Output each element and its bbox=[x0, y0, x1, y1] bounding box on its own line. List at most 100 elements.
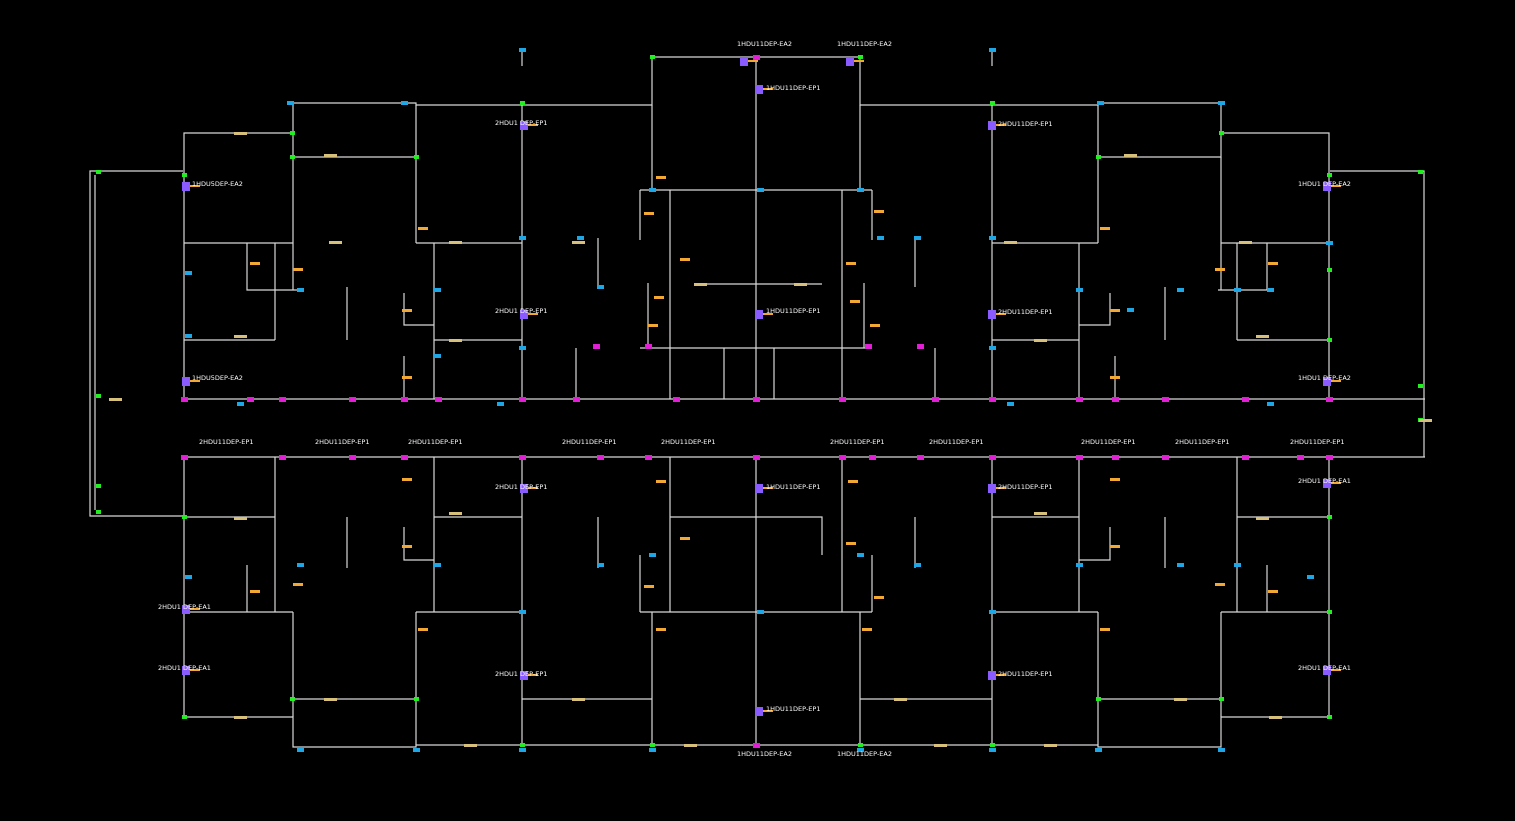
label-core-ep1-mid: 1HDU11DEP-EP1 bbox=[766, 307, 820, 315]
marker-tag-17 bbox=[988, 671, 996, 680]
marker-magenta-5 bbox=[435, 397, 442, 402]
marker-cyan-16 bbox=[1076, 288, 1083, 292]
marker-magenta-38 bbox=[1297, 455, 1304, 460]
marker-cyan-25 bbox=[1267, 402, 1274, 406]
marker-cyan-39 bbox=[1307, 575, 1314, 579]
marker-cyan-33 bbox=[857, 553, 864, 557]
marker-magenta-25 bbox=[401, 455, 408, 460]
label-lower-ep1-right: 2HDU11DEP-EP1 bbox=[998, 483, 1052, 491]
marker-magenta-6 bbox=[519, 397, 526, 402]
marker-green-24 bbox=[858, 743, 863, 747]
marker-cyan-29 bbox=[519, 610, 526, 614]
marker-tag-line-5 bbox=[528, 313, 538, 315]
marker-orange-18 bbox=[1110, 376, 1120, 379]
marker-magenta-39 bbox=[1326, 455, 1333, 460]
marker-green-14 bbox=[1327, 173, 1332, 177]
marker-green-3 bbox=[96, 510, 101, 514]
marker-magenta-22 bbox=[181, 455, 188, 460]
marker-magenta-26 bbox=[519, 455, 526, 460]
marker-cyan-21 bbox=[1234, 288, 1241, 292]
label-right-ep1-mid: 2HDU11DEP-EP1 bbox=[998, 308, 1052, 316]
markers-layer bbox=[96, 48, 1432, 752]
marker-green-29 bbox=[1327, 515, 1332, 519]
marker-green-18 bbox=[182, 515, 187, 519]
marker-tag-line-17 bbox=[996, 674, 1006, 676]
marker-tag-line-8 bbox=[190, 380, 200, 382]
label-bottom-ea2-right: 1HDU11DEP-EA2 bbox=[837, 750, 892, 758]
marker-yellow-10 bbox=[234, 335, 247, 338]
marker-orange-8 bbox=[654, 296, 664, 299]
wall-lv3 bbox=[415, 612, 1099, 745]
marker-tag-10 bbox=[520, 484, 528, 493]
label-top-ea2-right: 1HDU11DEP-EA2 bbox=[837, 40, 892, 48]
marker-tag-line-2 bbox=[996, 124, 1006, 126]
marker-green-4 bbox=[182, 173, 187, 177]
marker-cyan-3 bbox=[434, 288, 441, 292]
marker-cyan-6 bbox=[519, 346, 526, 350]
marker-tag-8 bbox=[182, 377, 190, 386]
wall-closet-l bbox=[246, 243, 300, 291]
label-far-left-ea2-upper: 1HDU5DEP-EA2 bbox=[192, 180, 243, 188]
marker-magenta-8 bbox=[593, 344, 600, 349]
marker-cyan-18 bbox=[1177, 288, 1184, 292]
marker-cyan-8 bbox=[597, 285, 604, 289]
marker-magenta-4 bbox=[401, 397, 408, 402]
marker-cyan-52 bbox=[519, 48, 526, 52]
marker-orange-11 bbox=[850, 300, 860, 303]
marker-tag-line-0 bbox=[763, 88, 773, 90]
marker-yellow-7 bbox=[1004, 241, 1017, 244]
label-far-right-ea2-upper: 1HDU1 DEP-EA2 bbox=[1298, 180, 1351, 188]
marker-orange-17 bbox=[1110, 309, 1120, 312]
marker-green-21 bbox=[414, 697, 419, 701]
marker-orange-9 bbox=[648, 324, 658, 327]
marker-yellow-26 bbox=[934, 744, 947, 747]
marker-yellow-22 bbox=[234, 716, 247, 719]
marker-magenta-14 bbox=[917, 344, 924, 349]
marker-magenta-17 bbox=[1076, 397, 1083, 402]
marker-orange-5 bbox=[656, 176, 666, 179]
label-lower-ep1-left-2: 2HDU1 DEP-EP1 bbox=[495, 670, 547, 678]
marker-cyan-2 bbox=[297, 288, 304, 292]
marker-tag-line-16 bbox=[528, 674, 538, 676]
wall-lh5 bbox=[670, 516, 823, 555]
marker-orange-21 bbox=[402, 545, 412, 548]
marker-cyan-26 bbox=[185, 575, 192, 579]
marker-yellow-2 bbox=[329, 241, 342, 244]
marker-orange-28 bbox=[874, 596, 884, 599]
marker-cyan-50 bbox=[1097, 101, 1104, 105]
marker-cyan-12 bbox=[877, 236, 884, 240]
wall-top-brackets bbox=[521, 50, 993, 66]
marker-yellow-13 bbox=[1034, 339, 1047, 342]
marker-tag-6 bbox=[755, 310, 763, 319]
marker-yellow-14 bbox=[449, 512, 462, 515]
marker-green-12 bbox=[1096, 155, 1101, 159]
marker-tag-line-6 bbox=[763, 313, 773, 315]
marker-tag-line-12 bbox=[996, 487, 1006, 489]
marker-yellow-25 bbox=[684, 744, 697, 747]
marker-yellow-28 bbox=[109, 398, 122, 401]
label-corridor-ep1-9: 2HDU11DEP-EP1 bbox=[1175, 438, 1229, 446]
marker-yellow-23 bbox=[1269, 716, 1282, 719]
marker-yellow-6 bbox=[794, 283, 807, 286]
marker-yellow-8 bbox=[1124, 154, 1137, 157]
marker-magenta-1 bbox=[247, 397, 254, 402]
marker-orange-32 bbox=[1110, 478, 1120, 481]
label-corridor-ep1-5: 2HDU11DEP-EP1 bbox=[661, 438, 715, 446]
wall-lower-steps bbox=[292, 699, 1222, 717]
marker-magenta-34 bbox=[1076, 455, 1083, 460]
marker-green-7 bbox=[414, 155, 419, 159]
marker-orange-6 bbox=[644, 212, 654, 215]
marker-green-1 bbox=[96, 394, 101, 398]
marker-tag-line-15 bbox=[190, 669, 200, 671]
marker-orange-27 bbox=[846, 542, 856, 545]
label-corridor-ep1-10: 2HDU11DEP-EP1 bbox=[1290, 438, 1344, 446]
marker-yellow-5 bbox=[694, 283, 707, 286]
marker-orange-3 bbox=[402, 309, 412, 312]
label-lower-ep1-left: 2HDU1 DEP-EP1 bbox=[495, 483, 547, 491]
marker-cyan-37 bbox=[1177, 563, 1184, 567]
marker-green-13 bbox=[1219, 131, 1224, 135]
marker-cyan-41 bbox=[413, 748, 420, 752]
marker-green-20 bbox=[290, 697, 295, 701]
marker-green-10 bbox=[858, 55, 863, 59]
